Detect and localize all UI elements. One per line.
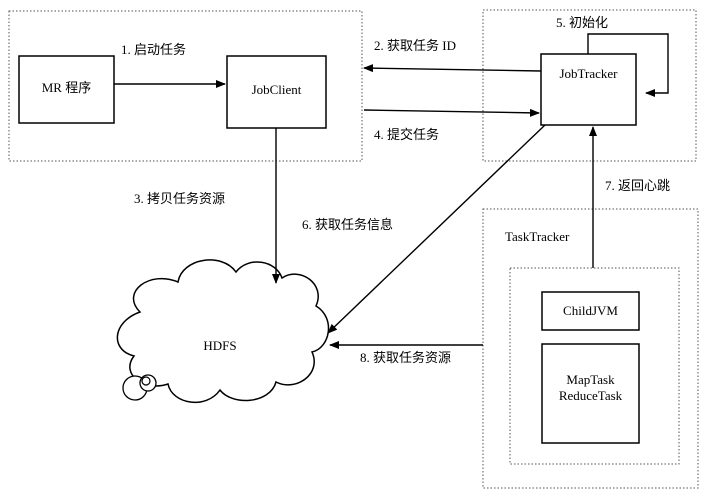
tasktracker-label: TaskTracker xyxy=(505,229,570,244)
childjvm-label: ChildJVM xyxy=(563,303,618,318)
mr-program-box[interactable] xyxy=(18,55,115,124)
jobtracker-container xyxy=(482,9,697,162)
step-8-label: 8. 获取任务资源 xyxy=(360,350,452,365)
jobclient-box[interactable] xyxy=(226,55,327,129)
step-1-label: 1. 启动任务 xyxy=(121,42,187,57)
tasktracker-container xyxy=(482,208,699,489)
step-4-label: 4. 提交任务 xyxy=(374,127,440,142)
jobtracker-label: JobTracker xyxy=(559,66,618,81)
arrow-4-submit-job xyxy=(363,108,540,117)
arrow-6-get-task-info xyxy=(327,124,546,334)
step-2-label: 2. 获取任务 ID xyxy=(374,38,456,53)
arrow-5-initialize xyxy=(587,33,669,97)
hdfs-bubble-small xyxy=(141,376,151,386)
tasktracker-inner-container xyxy=(509,267,680,465)
step-5-label: 5. 初始化 xyxy=(556,15,609,30)
maptask-label: MapTask xyxy=(566,372,615,387)
arrow-2-get-job-id xyxy=(363,64,542,73)
childjvm-box[interactable] xyxy=(541,291,640,331)
step-6-label: 6. 获取任务信息 xyxy=(302,217,394,232)
step-3-label: 3. 拷贝任务资源 xyxy=(134,191,226,206)
step-7-label: 7. 返回心跳 xyxy=(605,178,671,193)
jobclient-label: JobClient xyxy=(251,82,302,97)
hdfs-label: HDFS xyxy=(203,338,237,353)
jobtracker-box[interactable] xyxy=(540,53,637,126)
mr-program-label: MR 程序 xyxy=(41,80,92,95)
task-box[interactable] xyxy=(541,343,640,444)
reducetask-label: ReduceTask xyxy=(558,388,623,403)
client-container xyxy=(8,10,363,162)
